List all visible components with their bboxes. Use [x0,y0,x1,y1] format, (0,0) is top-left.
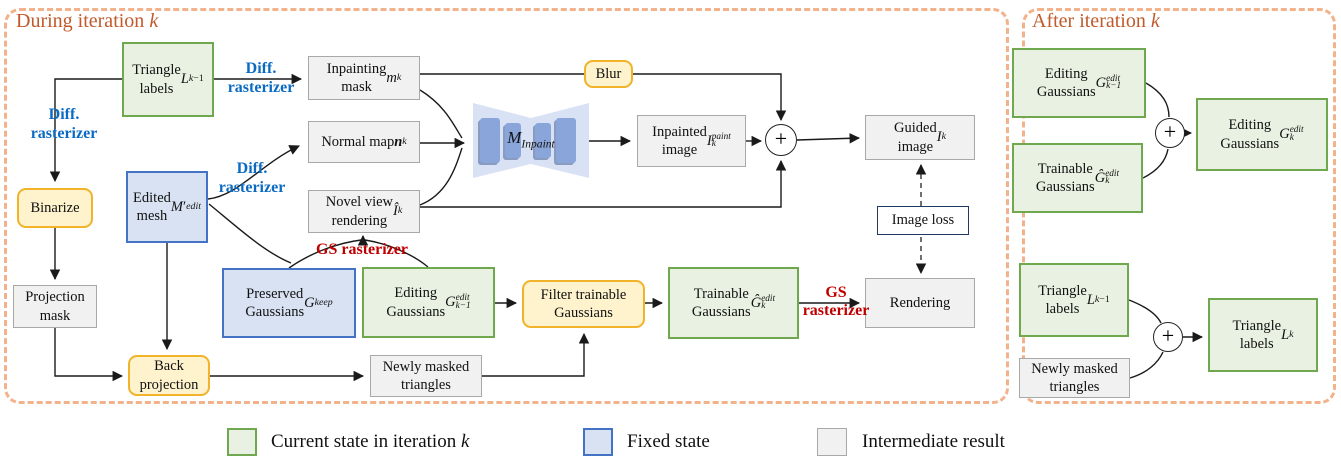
legend-swatch-current-state [227,428,257,456]
legend-label-fixed-state: Fixed state [627,431,710,452]
plus-combine-icon: + [1153,322,1183,352]
plus-combine-icon: + [1155,118,1185,148]
inpainting-network-label: MInpaint [507,128,555,151]
legend-swatch-fixed-state [583,428,613,456]
edge-label-gs-rasterizer-1: GS rasterizer [316,241,408,258]
node-blur: Blur [584,60,633,88]
plus-combine-icon: + [765,124,797,156]
legend-label-current-state: Current state in iteration k [271,431,470,452]
panel-title-after: After iteration k [1032,10,1160,32]
panel-during-iteration [4,8,1009,404]
legend-swatch-intermediate-result [817,428,847,456]
edge-label-diff-rasterizer-top: Diff.rasterizer [227,60,295,96]
edge-label-diff-rasterizer-mid: Diff.rasterizer [218,160,286,196]
node-binarize: Binarize [17,188,93,228]
node-image-loss: Image loss [877,206,969,235]
inpainting-network-icon [473,103,589,178]
edge-label-diff-rasterizer-left: Diff.rasterizer [30,106,98,142]
panel-title-during: During iteration k [16,10,159,32]
legend-label-intermediate-result: Intermediate result [862,431,1005,452]
node-rendering: Rendering [865,278,975,328]
